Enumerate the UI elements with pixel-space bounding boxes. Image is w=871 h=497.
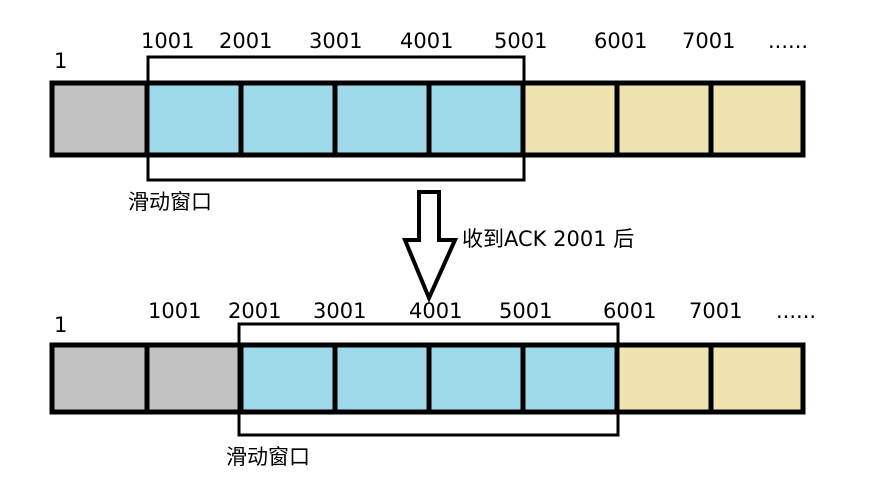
segment (144, 80, 244, 158)
segment (426, 342, 526, 415)
segment (332, 80, 432, 158)
top-offset-label: ...... (768, 29, 808, 53)
segment (49, 342, 150, 415)
bottom-offset-label: 4001 (409, 299, 462, 323)
segment (708, 342, 806, 415)
segment (520, 80, 620, 158)
segment (426, 80, 526, 158)
top-segment-row (49, 80, 806, 158)
top-offset-label: 6001 (594, 29, 647, 53)
top-offset-label: 2001 (219, 29, 272, 53)
top-start-label: 1 (54, 49, 67, 73)
segment (238, 80, 338, 158)
bottom-offset-label: 7001 (689, 299, 742, 323)
bottom-offset-label: ...... (776, 299, 816, 323)
bottom-window-label: 滑动窗口 (226, 445, 310, 469)
bottom-offset-label: 2001 (228, 299, 281, 323)
bottom-start-label: 1 (54, 313, 67, 337)
bottom-offset-label: 6001 (603, 299, 656, 323)
bottom-segment-row (49, 342, 806, 415)
segment (332, 342, 432, 415)
segment (238, 342, 338, 415)
top-window-label: 滑动窗口 (128, 190, 212, 214)
segment (614, 80, 714, 158)
bottom-window-frame (237, 322, 620, 437)
down-arrow-icon (402, 190, 459, 304)
top-offset-label: 1001 (141, 29, 194, 53)
segment (49, 80, 150, 158)
bottom-offset-label: 5001 (499, 299, 552, 323)
segment (708, 80, 806, 158)
top-offset-label: 7001 (682, 29, 735, 53)
top-diagram: 1 1001 2001 3001 4001 5001 6001 7001 ...… (49, 29, 808, 214)
top-window-frame (146, 55, 526, 182)
top-offset-label: 5001 (494, 29, 547, 53)
segment (520, 342, 620, 415)
transition-label: 收到ACK 2001 后 (462, 227, 634, 251)
bottom-offset-label: 1001 (148, 299, 201, 323)
bottom-diagram: 1 1001 2001 3001 4001 5001 6001 7001 ...… (49, 299, 816, 469)
segment (144, 342, 244, 415)
top-offset-label: 4001 (400, 29, 453, 53)
segment (614, 342, 714, 415)
top-offset-label: 3001 (309, 29, 362, 53)
bottom-offset-label: 3001 (313, 299, 366, 323)
